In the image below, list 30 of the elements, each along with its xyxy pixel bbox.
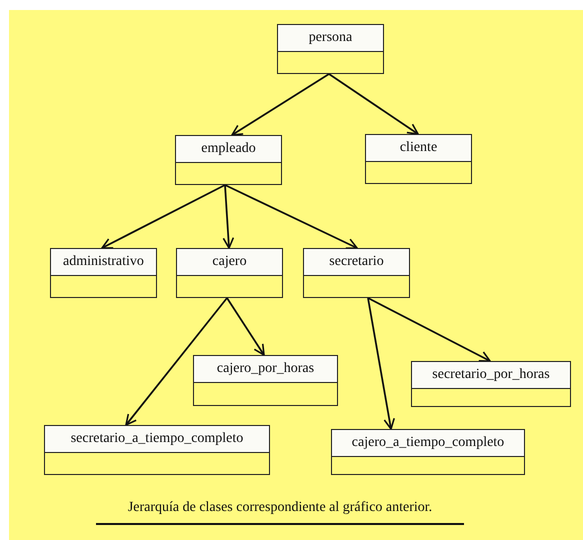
caption: Jerarquía de clases correspondiente al gráfico anterior. bbox=[126, 500, 434, 516]
class-name: persona bbox=[278, 25, 383, 52]
inheritance-arrow bbox=[222, 184, 234, 249]
class-name: cajero_por_horas bbox=[194, 356, 337, 383]
inheritance-arrow bbox=[125, 297, 228, 426]
inheritance-arrow bbox=[231, 73, 330, 136]
class-name: cajero_a_tiempo_completo bbox=[332, 430, 524, 457]
class-name: cliente bbox=[366, 135, 471, 162]
class-name: secretario_a_tiempo_completo bbox=[45, 426, 269, 453]
class-box bbox=[175, 135, 282, 185]
class-name: secretario bbox=[304, 249, 409, 276]
class-name: secretario_por_horas bbox=[412, 362, 570, 389]
inheritance-arrow bbox=[226, 298, 265, 356]
inheritance-arrow bbox=[101, 184, 226, 249]
class-box bbox=[193, 355, 338, 406]
class-box bbox=[331, 429, 525, 475]
class-name: cajero bbox=[177, 249, 282, 276]
class-box bbox=[50, 248, 157, 298]
class-name: empleado bbox=[176, 136, 281, 163]
inheritance-arrow bbox=[328, 73, 419, 135]
class-box bbox=[303, 248, 410, 298]
class-box bbox=[44, 425, 270, 475]
inheritance-arrow bbox=[368, 297, 491, 362]
class-box bbox=[411, 361, 571, 407]
inheritance-arrow bbox=[367, 298, 395, 430]
inheritance-arrow bbox=[224, 184, 358, 249]
class-box bbox=[176, 248, 283, 298]
class-box bbox=[365, 134, 472, 184]
class-name: administrativo bbox=[51, 249, 156, 276]
class-box bbox=[277, 24, 384, 74]
